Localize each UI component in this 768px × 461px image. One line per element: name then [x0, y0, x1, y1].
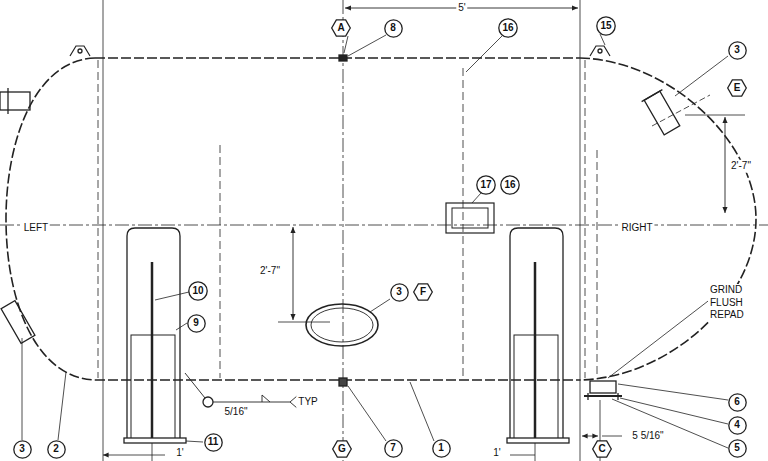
callout-text: 3 — [734, 45, 740, 55]
callout-text: 8 — [390, 23, 396, 33]
reference-hexagon: F — [413, 282, 433, 302]
dimension-text: 5' — [456, 2, 467, 15]
reference-hexagon: A — [331, 18, 351, 38]
callout-text: 3 — [19, 444, 25, 454]
callout-text: 15 — [600, 21, 611, 31]
callout-number: 8 — [384, 19, 403, 38]
callout-number: 16 — [498, 18, 518, 38]
callout-text: F — [420, 287, 426, 297]
view-label: RIGHT — [619, 222, 654, 235]
dimension-text: 1' — [491, 447, 502, 460]
dimension-text: 2'-7" — [729, 160, 753, 173]
dimension-text: 1' — [174, 447, 185, 460]
callout-text: 11 — [208, 437, 219, 447]
weld-note: TYP — [296, 396, 319, 409]
callout-number: 6 — [728, 393, 747, 412]
callout-number: 17 — [476, 175, 496, 195]
callout-number: 15 — [596, 16, 616, 36]
callout-number: 4 — [728, 416, 747, 435]
callout-text: 2 — [53, 444, 59, 454]
reference-hexagon: E — [727, 78, 747, 98]
dimension-text: 5 5/16" — [630, 430, 665, 443]
callout-number: 16 — [500, 175, 520, 195]
reference-hexagon: G — [332, 439, 352, 459]
callout-text: 16 — [504, 180, 515, 190]
callout-text: C — [598, 444, 605, 454]
callout-number: 3 — [13, 440, 32, 459]
callout-number: 11 — [204, 433, 223, 452]
callout-number: 3 — [728, 41, 747, 60]
callout-number: 5 — [728, 439, 747, 458]
dimension-text: 2'-7" — [258, 265, 282, 278]
callout-number: 7 — [384, 439, 403, 458]
callout-text: E — [734, 83, 741, 93]
callout-number: 2 — [47, 440, 66, 459]
view-label: LEFT — [22, 222, 50, 235]
callout-text: 7 — [390, 443, 396, 453]
callout-text: 4 — [734, 420, 740, 430]
callout-text: 17 — [480, 180, 491, 190]
callout-text: 6 — [734, 397, 740, 407]
callout-number: 10 — [188, 281, 208, 301]
callout-text: 10 — [192, 286, 203, 296]
callout-text: 9 — [193, 318, 199, 328]
callout-number: 1 — [432, 439, 451, 458]
weld-size: 5/16" — [222, 406, 249, 419]
callout-text: 16 — [502, 23, 513, 33]
callout-number: 3 — [390, 283, 409, 302]
note-text: GRIND FLUSH REPAD — [708, 284, 758, 322]
callout-text: G — [338, 444, 346, 454]
callout-number: 9 — [187, 314, 206, 333]
callout-text: A — [337, 23, 344, 33]
reference-hexagon: C — [592, 439, 612, 459]
callout-text: 3 — [396, 287, 402, 297]
callout-text: 5 — [734, 443, 740, 453]
callout-text: 1 — [438, 443, 444, 453]
